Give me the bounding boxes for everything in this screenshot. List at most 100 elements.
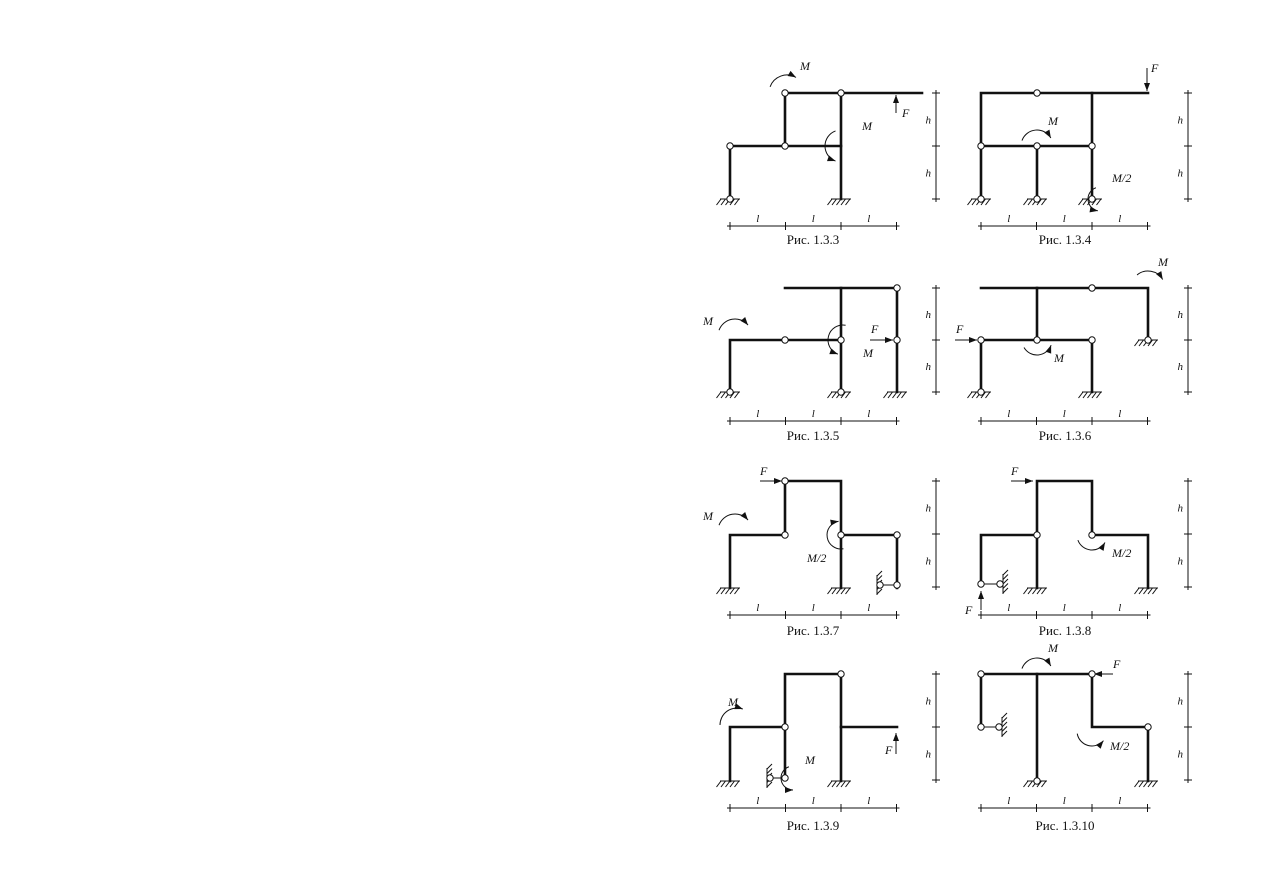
- height-label: h: [1178, 168, 1184, 180]
- frame-right-bay: [1090, 672, 1150, 783]
- force-label: F: [1150, 61, 1159, 75]
- caption-fig-1.3.5: Рис. 1.3.5: [787, 428, 839, 443]
- span-label: l: [756, 795, 759, 807]
- wall-hatch: [1001, 717, 1008, 723]
- frame-stepped: [1035, 479, 1150, 590]
- wall-hatch: [1002, 574, 1009, 580]
- moment-arrow-head: [740, 317, 749, 326]
- support-hatch: [896, 391, 902, 399]
- force-label: F: [901, 106, 910, 120]
- moment-arrow-head: [1045, 345, 1052, 354]
- hinge: [781, 723, 789, 731]
- support-hatch: [840, 391, 846, 399]
- force-arrow-head: [893, 95, 899, 103]
- caption-fig-1.3.8: Рис. 1.3.8: [1039, 623, 1091, 638]
- support-hatch: [1152, 780, 1158, 788]
- wall-hatch: [876, 588, 883, 595]
- fixed-support: [967, 198, 991, 206]
- support-hatch: [720, 391, 726, 399]
- moment-arrow-head: [740, 512, 749, 521]
- support-hatch: [831, 198, 837, 206]
- wall-hatch: [876, 570, 883, 577]
- height-label: h: [1178, 309, 1184, 321]
- link-hinge: [876, 581, 884, 589]
- frame-lower-beam: [728, 144, 843, 201]
- wall-hatch: [1001, 726, 1008, 732]
- support-hatch: [892, 391, 898, 399]
- frame-left-bay: [979, 533, 1039, 586]
- fixed-support: [1134, 780, 1158, 788]
- height-label: h: [926, 696, 932, 708]
- hinge: [893, 336, 901, 344]
- support-hatch: [1152, 587, 1158, 595]
- moment-label: M: [702, 509, 714, 523]
- force-label: F: [884, 743, 893, 757]
- support-hatch: [980, 391, 986, 399]
- hinge: [781, 336, 789, 344]
- force-arrow-head: [1144, 83, 1150, 91]
- moment-label: M: [861, 119, 873, 133]
- moment-label: M: [862, 346, 874, 360]
- span-label: l: [1118, 213, 1121, 225]
- support-hatch: [831, 391, 837, 399]
- fixed-support: [827, 587, 851, 595]
- moment-label: M/2: [1111, 546, 1131, 560]
- height-label: h: [926, 556, 932, 568]
- support-hatch: [901, 391, 907, 399]
- moment-label: M: [799, 59, 811, 73]
- support-hatch: [1023, 587, 1029, 595]
- hinge: [837, 388, 845, 396]
- link-hinge: [977, 580, 985, 588]
- support-hatch: [1032, 587, 1038, 595]
- hinge: [781, 477, 789, 485]
- hinge: [837, 531, 845, 539]
- frame-top-beam: [979, 286, 1150, 342]
- force-label: F: [955, 322, 964, 336]
- caption-layer: Рис. 1.3.3 Рис. 1.3.4 Рис. 1.3.5 Рис. 1.…: [787, 232, 1095, 833]
- height-label: h: [926, 309, 932, 321]
- frame-stepped: [728, 479, 843, 590]
- span-label: l: [756, 602, 759, 614]
- support-hatch: [1152, 339, 1158, 347]
- link-hinge: [766, 774, 774, 782]
- wall-hatch: [876, 575, 883, 581]
- hinge: [1088, 670, 1096, 678]
- support-hatch: [840, 587, 846, 595]
- wall-hatch: [1002, 578, 1009, 585]
- frame-lower-portal: [979, 338, 1094, 394]
- support-hatch: [1138, 339, 1144, 347]
- force-arrow-head: [893, 733, 899, 741]
- fixed-support: [716, 587, 740, 595]
- support-hatch: [720, 587, 726, 595]
- support-hatch: [1138, 780, 1144, 788]
- caption-fig-1.3.7: Рис. 1.3.7: [787, 623, 840, 638]
- support-hatch: [1134, 587, 1140, 595]
- support-hatch: [967, 198, 973, 206]
- hinge: [726, 142, 734, 150]
- moment-label: M: [1047, 114, 1059, 128]
- force-arrow-head: [978, 591, 984, 599]
- hinge: [977, 195, 985, 203]
- moment-arrow-head: [1089, 206, 1098, 213]
- support-hatch: [845, 198, 851, 206]
- wall-hatch: [1002, 569, 1009, 576]
- moment-arrow-head: [826, 155, 836, 162]
- hinge: [977, 388, 985, 396]
- span-label: l: [867, 408, 870, 420]
- moment-label: M/2: [1109, 739, 1129, 753]
- support-hatch: [971, 391, 977, 399]
- frame-stepped: [728, 672, 843, 783]
- support-hatch: [1041, 780, 1047, 788]
- support-hatch: [887, 391, 893, 399]
- hinge: [893, 284, 901, 292]
- span-label: l: [812, 795, 815, 807]
- span-label: l: [812, 602, 815, 614]
- moment-arrow-head: [1044, 129, 1051, 138]
- moment-label: M: [1047, 641, 1059, 655]
- span-label: l: [756, 408, 759, 420]
- hinge: [726, 388, 734, 396]
- hinge: [726, 195, 734, 203]
- hinge: [781, 142, 789, 150]
- support-hatch: [1143, 780, 1149, 788]
